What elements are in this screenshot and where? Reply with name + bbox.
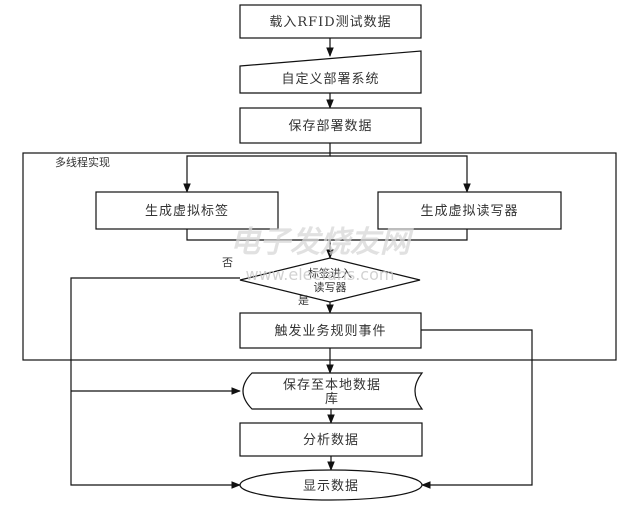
trigger-event-node	[239, 312, 422, 349]
no-label: 否	[222, 256, 233, 269]
save-deploy-node	[239, 107, 422, 144]
custom-deploy-text: 自定义部署系统	[281, 72, 379, 87]
gen-readers-node	[377, 191, 562, 230]
edge-trigger-to-display	[421, 329, 533, 489]
save-local-text-line2: 库	[325, 391, 339, 407]
display-text: 显示数据	[303, 479, 359, 494]
multithread-container	[22, 152, 617, 361]
decision-text-line2: 读写器	[314, 280, 347, 294]
multithread-label: 多线程实现	[55, 155, 110, 169]
gen-readers-text: 生成虚拟读写器	[420, 204, 518, 219]
display-node	[239, 469, 423, 501]
gen-tags-node	[95, 191, 279, 230]
edge-save-to-readers	[330, 155, 471, 193]
save-local-node	[242, 372, 424, 410]
gen-tags-text: 生成虚拟标签	[145, 203, 229, 219]
load-data-text: 载入RFID测试数据	[269, 15, 391, 30]
edge-no-to-display	[70, 277, 241, 489]
analyze-text: 分析数据	[303, 433, 359, 448]
yes-label: 是	[298, 294, 309, 307]
save-deploy-text: 保存部署数据	[288, 119, 372, 134]
watermark-text: 电子发烧友网	[230, 225, 414, 260]
edge-merge	[186, 229, 468, 241]
save-local-text-line1: 保存至本地数据	[283, 378, 381, 393]
custom-deploy-node	[239, 50, 422, 94]
analyze-node	[239, 422, 423, 457]
decision-text-line1: 标签进入	[308, 266, 352, 280]
trigger-event-text: 触发业务规则事件	[274, 323, 386, 339]
watermark-url: www.elecfans.com	[246, 265, 395, 284]
edge-save-to-tags	[183, 143, 331, 193]
